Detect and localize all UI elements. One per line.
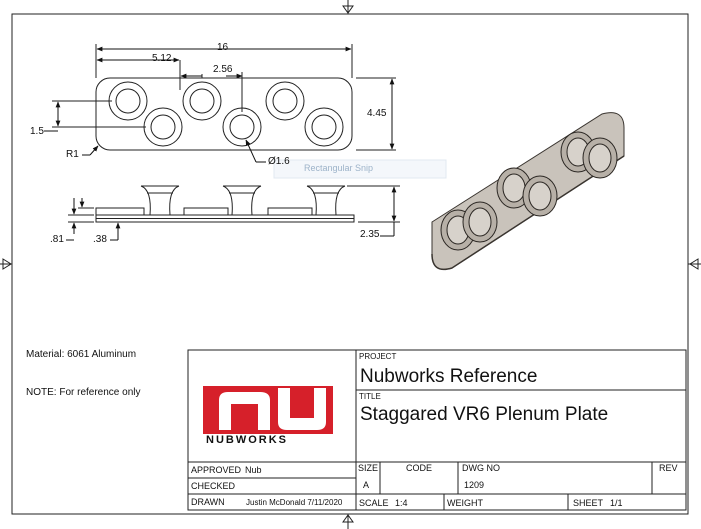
dim-lines-side	[66, 186, 397, 241]
dim-step: .38	[93, 234, 107, 245]
snip-watermark-box	[273, 159, 447, 179]
dwg-value: 1209	[464, 480, 485, 490]
drawn-value: Justin McDonald 7/11/2020	[246, 498, 343, 507]
title-block-frame	[187, 349, 687, 511]
dwg-label: DWG NO	[462, 463, 500, 473]
dim-hole-dia: Ø1.6	[268, 156, 290, 167]
project-label: PROJECT	[359, 352, 397, 361]
size-value: A	[363, 480, 370, 490]
sheet-label: SHEET	[573, 498, 604, 508]
center-marker-left	[0, 258, 12, 270]
dim-corner-radius: R1	[66, 149, 79, 160]
weight-label: WEIGHT	[447, 498, 483, 508]
checked-label: CHECKED	[191, 481, 236, 491]
dim-stagger: 1.5	[30, 126, 44, 137]
dim-height: 4.45	[367, 108, 387, 119]
dim-lines-top	[44, 46, 395, 163]
approved-value: Nub	[245, 465, 262, 475]
reference-note: NOTE: For reference only	[26, 387, 141, 398]
upper-holes	[108, 81, 305, 121]
material-note: Material: 6061 Aluminum	[26, 349, 137, 360]
top-view	[52, 44, 396, 151]
dim-overall-length: 16	[217, 42, 229, 53]
sheet-value: 1/1	[610, 498, 623, 508]
scale-value: 1:4	[395, 498, 408, 508]
drawn-label: DRAWN	[191, 497, 225, 507]
logo-wordmark: NUBWORKS	[206, 434, 288, 446]
plate-outline	[95, 77, 353, 151]
drawing-title: Staggared VR6 Plenum Plate	[360, 404, 609, 425]
scale-label: SCALE	[359, 498, 389, 508]
isometric-view	[431, 112, 625, 271]
dim-thickness: .81	[50, 234, 64, 245]
dim-offset: 2.56	[213, 64, 233, 75]
center-marker-top	[342, 0, 354, 14]
side-view	[68, 185, 400, 223]
lower-holes	[143, 107, 344, 147]
company-logo	[203, 386, 333, 434]
rev-label: REV	[659, 463, 678, 473]
size-label: SIZE	[358, 463, 379, 473]
project-name: Nubworks Reference	[360, 366, 538, 387]
center-marker-right	[688, 258, 701, 270]
dim-pitch: 5.12	[152, 53, 172, 64]
dim-total-height: 2.35	[360, 229, 380, 240]
title-label: TITLE	[359, 392, 381, 401]
code-label: CODE	[406, 463, 433, 473]
approved-label: APPROVED	[191, 465, 242, 475]
snip-watermark-text: Rectangular Snip	[304, 163, 374, 173]
center-marker-bottom	[342, 514, 354, 529]
